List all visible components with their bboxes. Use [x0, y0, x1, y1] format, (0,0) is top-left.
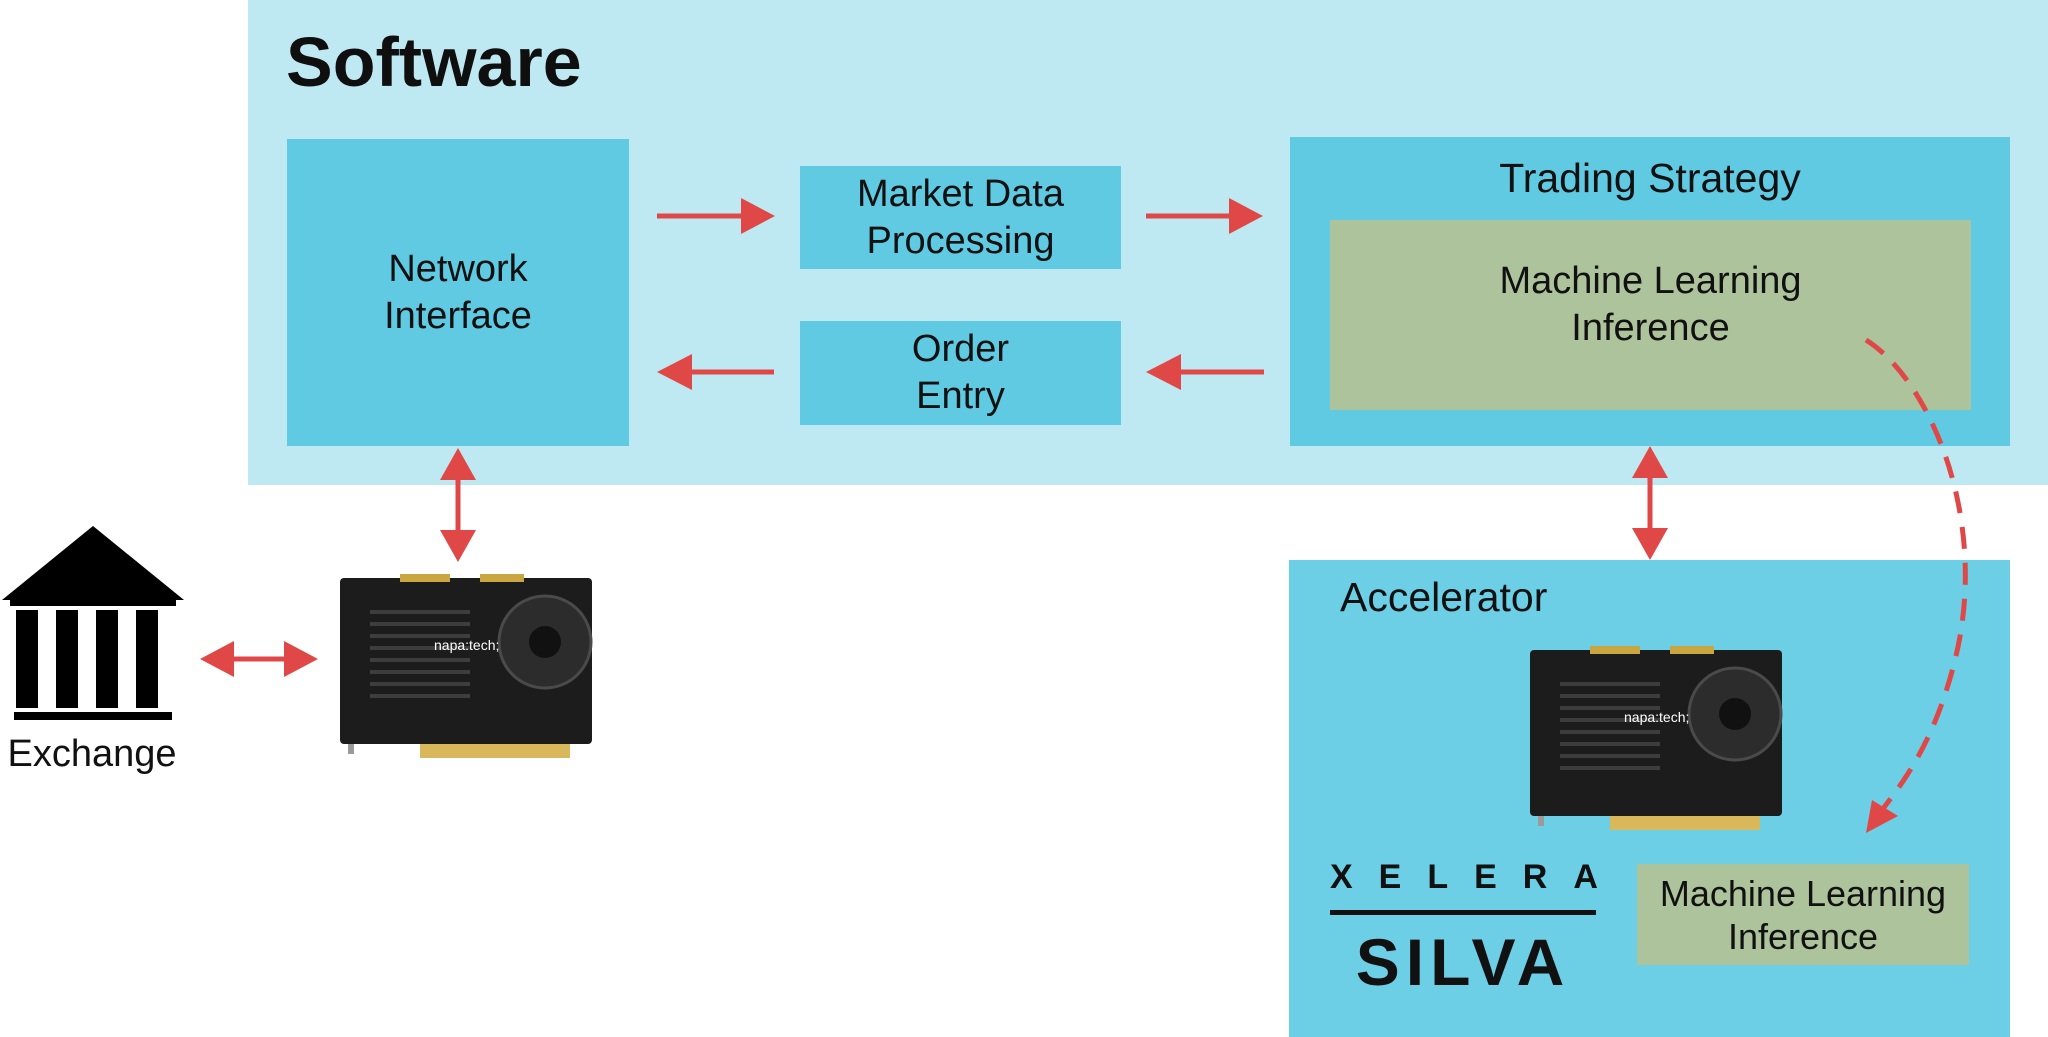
market-data-label: Market Data Processing [857, 172, 1064, 262]
arrow-to-order-entry [1146, 354, 1264, 390]
ml-inference-software-box: Machine Learning Inference [1330, 220, 1971, 410]
xelera-logo-rule [1330, 910, 1596, 915]
arrow-to-market-data [657, 198, 775, 234]
software-title: Software [286, 23, 582, 101]
market-data-box: Market Data Processing [800, 166, 1121, 269]
ml-inference-software-label: Machine Learning Inference [1499, 260, 1802, 349]
exchange-label: Exchange [7, 733, 177, 775]
network-interface-label: Network Interface [384, 247, 532, 337]
arrow-to-trading-strategy [1146, 198, 1263, 234]
trading-strategy-label: Trading Strategy [1499, 155, 1801, 201]
card-brand-text: napa:tech; [434, 637, 499, 653]
fpga-card-icon: napa:tech; [340, 574, 593, 758]
ml-inference-accelerator-label: Machine Learning Inference [1659, 872, 1947, 957]
fpga-card-icon: napa:tech; [1530, 646, 1783, 830]
order-entry-box: Order Entry [800, 321, 1121, 425]
xelera-logo-text: XELERA [1330, 858, 1624, 896]
accelerator-title: Accelerator [1340, 574, 1548, 620]
silva-logo-text: SILVA [1355, 925, 1571, 999]
ml-inference-accelerator-box: Machine Learning Inference [1637, 864, 1969, 965]
network-interface-box: Network Interface [287, 139, 629, 446]
arrow-strategy-accelerator [1632, 446, 1668, 560]
dashed-offload-arrow [1864, 337, 1968, 833]
arrow-to-network-interface [657, 354, 774, 390]
card-brand-text: napa:tech; [1624, 709, 1689, 725]
order-entry-label: Order Entry [911, 328, 1010, 417]
arrow-exchange-card [200, 641, 318, 677]
arrow-network-card [440, 448, 476, 562]
bank-building-icon [2, 526, 184, 720]
